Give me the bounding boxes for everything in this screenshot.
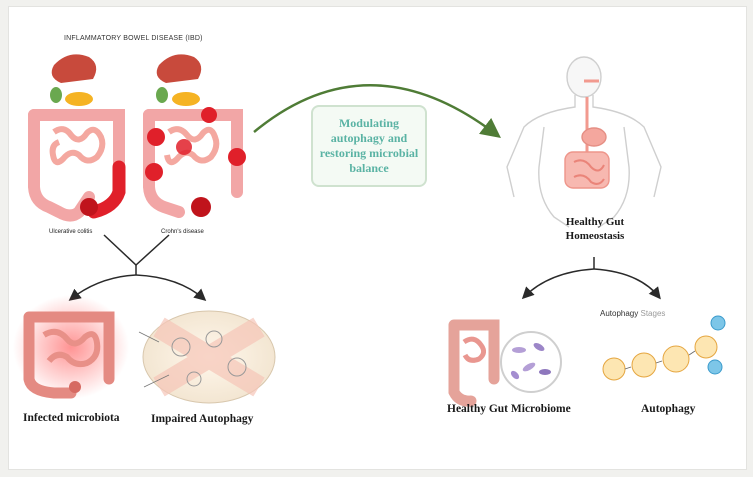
central-arrow xyxy=(253,84,501,139)
ibd-title: INFLAMMATORY BOWEL DISEASE (IBD) xyxy=(64,35,203,42)
autophagy-stages-title: Autophagy xyxy=(600,309,639,318)
diagram-graphics xyxy=(13,54,726,407)
diagram-canvas: INFLAMMATORY BOWEL DISEASE (IBD) Ulcerat… xyxy=(8,6,747,470)
healthy-human-illustration xyxy=(506,56,662,228)
impaired-autophagy-illustration xyxy=(138,310,276,404)
crohns-disease-illustration xyxy=(143,54,246,218)
infected-microbiota-label: Infected microbiota xyxy=(23,412,120,424)
healthy-gut-title: Healthy Gut Homeostasis xyxy=(565,216,625,242)
center-message-text: Modulating autophagy and restoring micro… xyxy=(319,116,419,175)
autophagy-label: Autophagy xyxy=(641,403,696,415)
healthy-gut-microbiome-label: Healthy Gut Microbiome xyxy=(447,403,571,415)
crohns-disease-label: Crohn's disease xyxy=(161,229,204,235)
healthy-branch-arrows xyxy=(521,257,661,300)
healthy-microbiome-illustration xyxy=(448,319,562,407)
autophagy-stages-suffix: Stages xyxy=(640,309,666,318)
ulcerative-colitis-illustration xyxy=(28,54,126,222)
autophagy-stages-heading: Autophagy Stages xyxy=(600,309,665,318)
center-message-box: Modulating autophagy and restoring micro… xyxy=(311,105,427,187)
autophagy-stages-illustration xyxy=(602,315,726,381)
infected-gut-illustration xyxy=(13,295,129,399)
ibd-branch-arrows xyxy=(68,234,207,301)
ulcerative-colitis-label: Ulcerative colitis xyxy=(49,229,93,235)
impaired-autophagy-label: Impaired Autophagy xyxy=(151,413,254,425)
